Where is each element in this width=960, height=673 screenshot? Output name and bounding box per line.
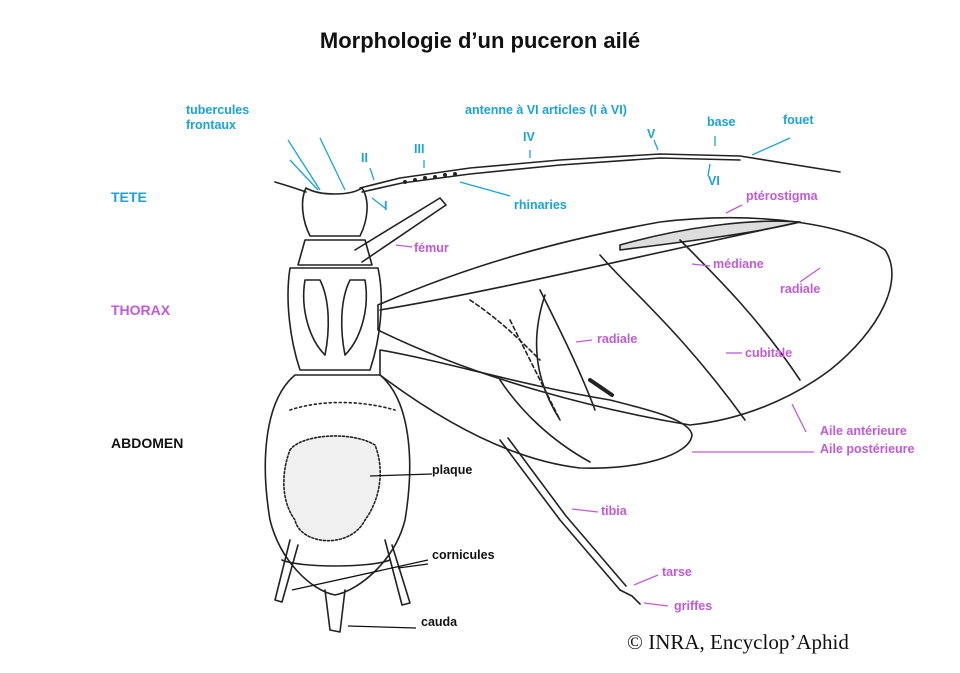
label-aile-anterieure: Aile antérieure [820, 424, 907, 438]
label-segment-I: I [384, 199, 388, 213]
label-plaque: plaque [432, 463, 473, 477]
label-aile-posterieure: Aile postérieure [820, 442, 915, 456]
label-griffes: griffes [674, 599, 713, 613]
label-segment-II: II [361, 151, 368, 165]
prothorax [297, 239, 373, 266]
region-head: TETE [111, 189, 147, 205]
label-tarse: tarse [662, 565, 692, 579]
region-abdomen: ABDOMEN [111, 435, 184, 451]
label-segment-IV: IV [523, 130, 535, 144]
diagram-title: Morphologie d’un puceron ailé [319, 28, 641, 53]
tarse-leg [619, 589, 641, 605]
antenna-left [274, 181, 307, 193]
label-pterostigma: ptérostigma [746, 189, 818, 203]
label-tibia: tibia [601, 504, 627, 518]
label-segment-VI: VI [708, 174, 720, 188]
region-thorax: THORAX [111, 302, 171, 318]
pterostigma [619, 220, 801, 251]
head [301, 187, 368, 237]
label-rhinaries: rhinaries [514, 198, 567, 212]
hindwing [379, 349, 693, 469]
antenna-right [359, 153, 841, 189]
label-cauda: cauda [421, 615, 458, 629]
label-radiale-outer: radiale [780, 282, 821, 296]
femur [354, 197, 447, 263]
label-mediane: médiane [713, 257, 764, 271]
cornicule-right [384, 539, 411, 606]
label-antenne: antenne à VI articles (I à VI) [465, 103, 627, 117]
thorax [287, 267, 383, 371]
label-cornicules: cornicules [432, 548, 495, 562]
forewing [377, 216, 893, 426]
plaque [283, 435, 381, 542]
label-radiale-inner: radiale [597, 332, 638, 346]
label-tubercules-frontaux: tubercules frontaux [186, 103, 250, 132]
cornicule-left [274, 539, 299, 603]
cauda [324, 589, 346, 633]
label-femur: fémur [414, 241, 449, 255]
label-base: base [707, 115, 736, 129]
label-fouet: fouet [783, 113, 814, 127]
copyright-credit: © INRA, Encyclop’Aphid [627, 630, 849, 654]
label-segment-V: V [647, 127, 656, 141]
abdomen [264, 374, 411, 596]
label-cubitale: cubitale [745, 346, 793, 360]
tibia-leg [499, 439, 621, 591]
label-segment-III: III [414, 142, 425, 156]
